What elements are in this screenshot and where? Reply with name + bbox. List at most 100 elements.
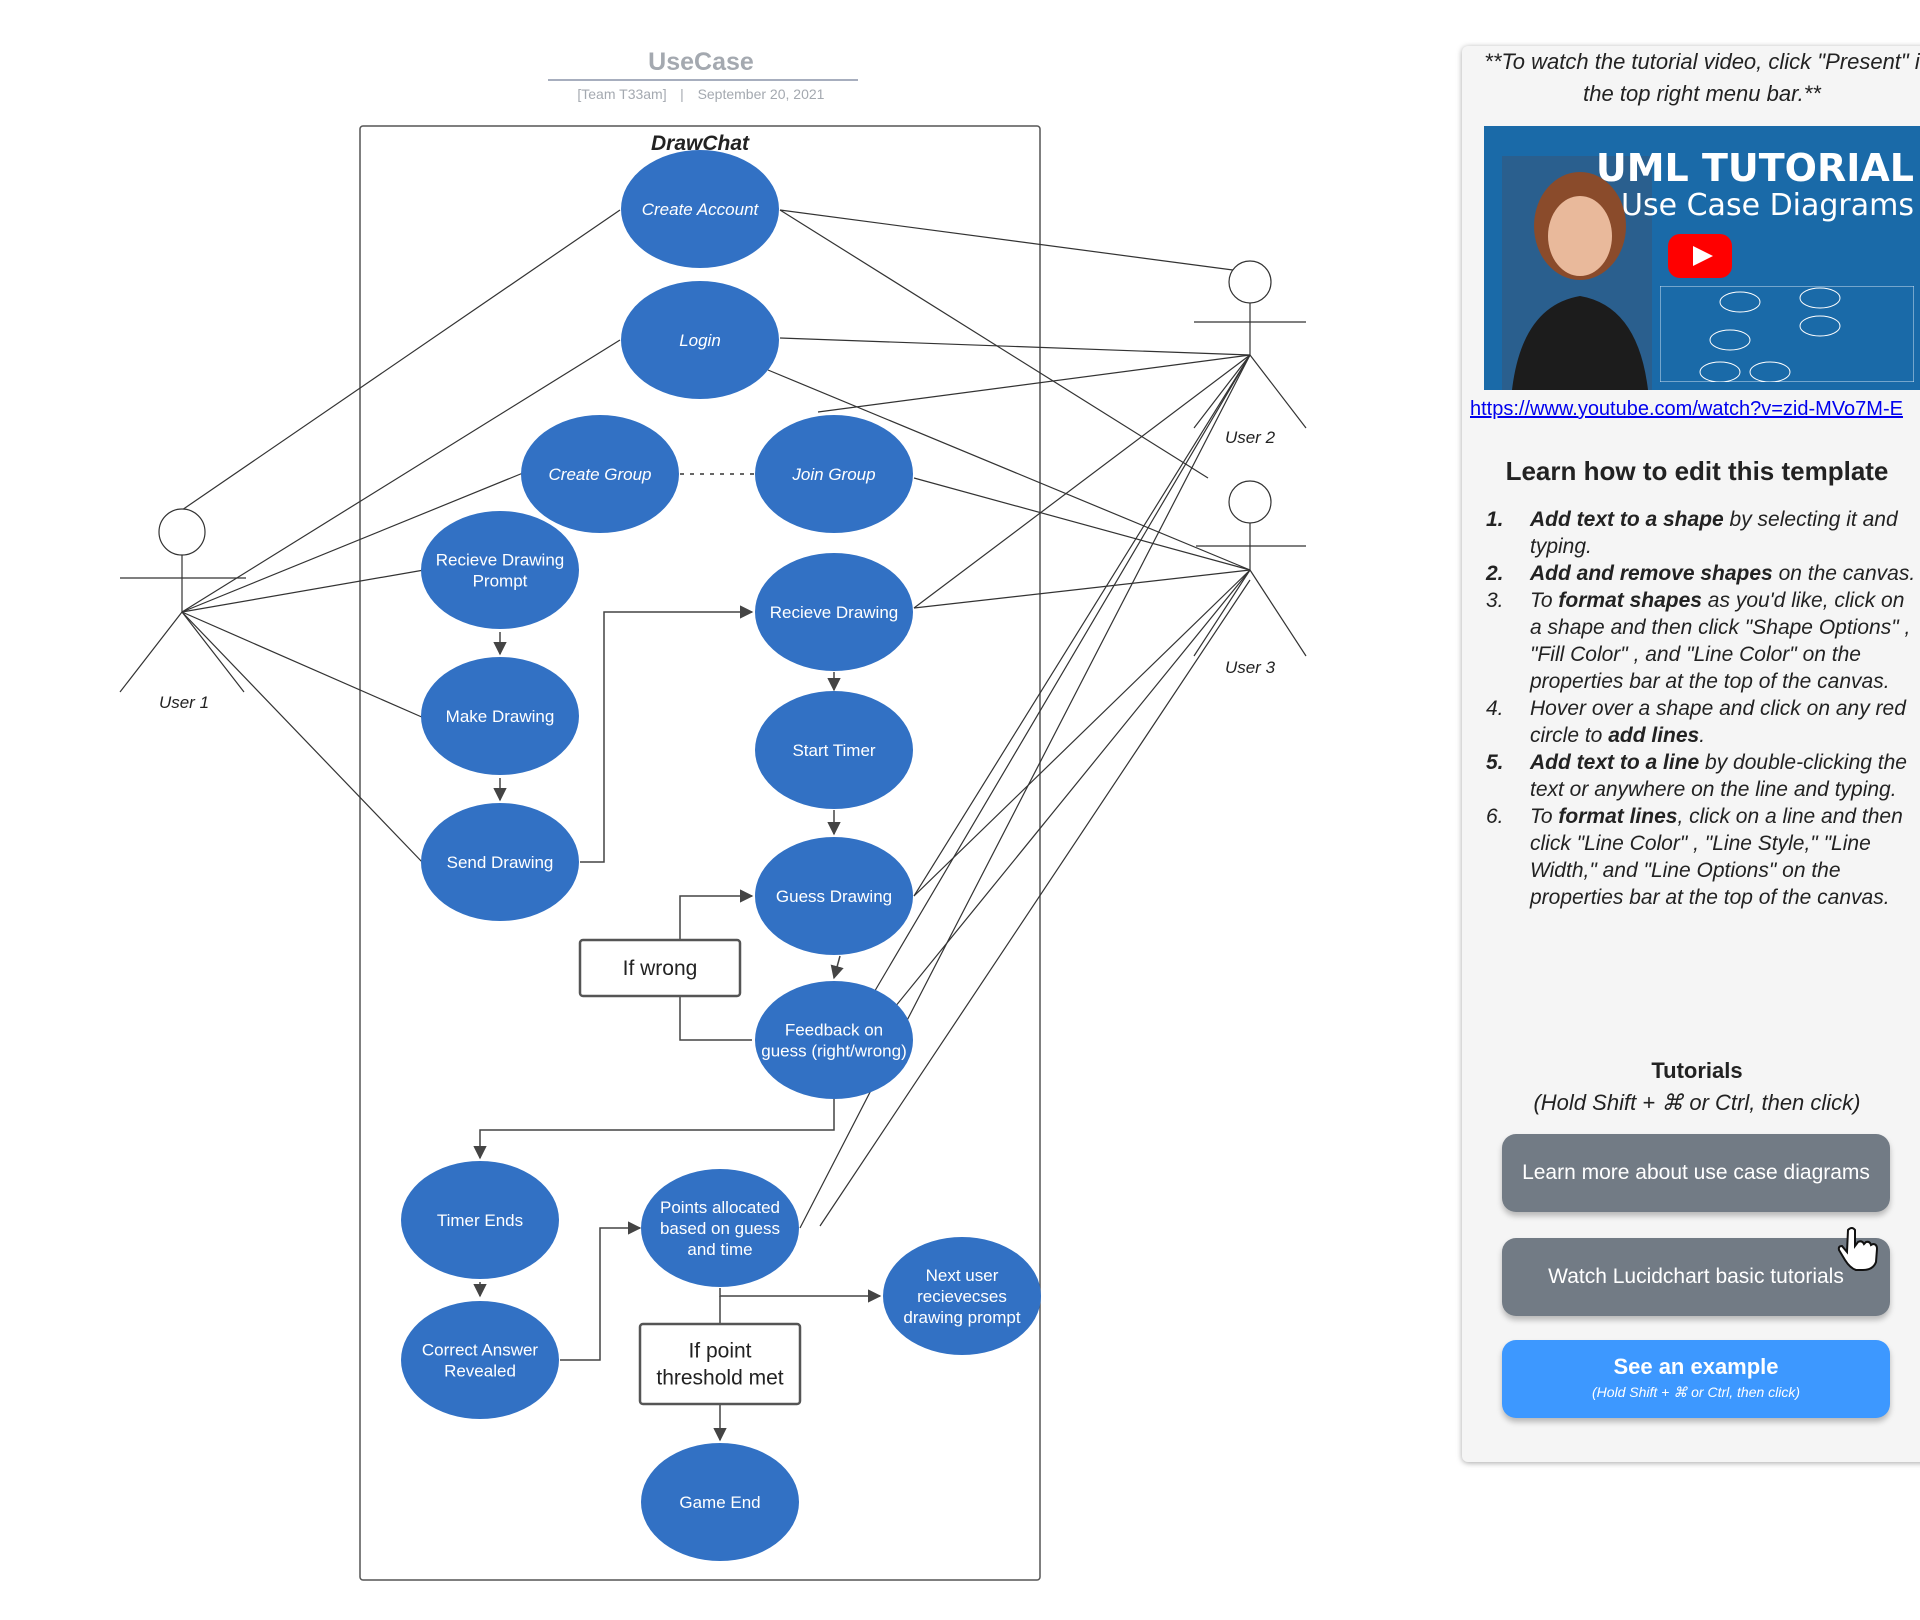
actor-user1[interactable] — [119, 508, 246, 693]
actor-user3-label: User 3 — [1225, 658, 1276, 677]
tutorials-title: Tutorials — [1651, 1058, 1743, 1083]
step-text: by double-clicking the text or anywhere … — [1530, 751, 1907, 801]
diagram-title: UseCase — [648, 48, 754, 76]
use-case-feedback[interactable]: Feedback on guess (right/wrong) — [755, 981, 913, 1099]
use-case-label: Points allocated — [660, 1198, 780, 1217]
present-tip-line1: **To watch the tutorial video, click "Pr… — [1484, 49, 1920, 74]
use-case-label: Login — [679, 331, 721, 350]
use-case-label: Join Group — [791, 465, 875, 484]
instruction-step: 4. Hover over a shape and click on any re… — [1486, 695, 1916, 749]
step-number: 3. — [1486, 589, 1504, 612]
use-case-label: and time — [687, 1240, 752, 1259]
tutorials-subtitle: (Hold Shift + ⌘ or Ctrl, then click) — [1533, 1090, 1861, 1115]
association-lines — [181, 209, 1251, 1229]
step-number: 6. — [1486, 805, 1504, 828]
use-case-label: Correct Answer — [422, 1341, 539, 1360]
step-text: Hover over a shape and click on any red … — [1530, 697, 1906, 747]
use-case-label: Feedback on — [785, 1021, 883, 1040]
note-label: threshold met — [656, 1367, 783, 1390]
step-text: Add and remove shapes — [1530, 562, 1773, 585]
use-case-login[interactable]: Login — [621, 281, 779, 399]
use-case-create-group[interactable]: Create Group — [521, 415, 679, 533]
note-if-wrong[interactable]: If wrong — [578, 938, 742, 998]
use-case-label: Start Timer — [792, 741, 875, 760]
use-case-diagram: UseCase [Team T33am] | September 20, 202… — [119, 48, 1307, 1581]
use-case-label: Next user — [926, 1266, 999, 1285]
use-case-send-drawing[interactable]: Send Drawing — [421, 803, 579, 921]
play-icon[interactable] — [1668, 234, 1732, 278]
use-case-label: Create Account — [642, 200, 760, 219]
use-case-label: recievecses — [917, 1287, 1007, 1306]
watch-tutorials-button[interactable]: Watch Lucidchart basic tutorials — [1502, 1238, 1890, 1316]
actor-user3[interactable] — [1193, 480, 1307, 657]
use-case-label: Send Drawing — [447, 853, 554, 872]
mini-diagram-icon — [1660, 286, 1914, 382]
step-text: add lines — [1608, 724, 1700, 747]
diagram-separator: | — [680, 86, 684, 102]
see-example-sublabel: (Hold Shift + ⌘ or Ctrl, then click) — [1591, 1384, 1801, 1400]
use-case-label: Game End — [679, 1493, 760, 1512]
step-text: format shapes — [1558, 589, 1702, 612]
use-case-guess-drawing[interactable]: Guess Drawing — [755, 837, 913, 955]
actor-user1-label: User 1 — [159, 693, 209, 712]
use-case-recieve-drawing[interactable]: Recieve Drawing — [755, 553, 913, 671]
step-text: To — [1530, 805, 1559, 828]
instruction-step: 6.To format lines, click on a line and t… — [1486, 803, 1916, 911]
video-subtitle: Use Case Diagrams — [1621, 188, 1914, 223]
step-number: 1. — [1486, 508, 1504, 531]
step-number: 2. — [1486, 562, 1504, 585]
instruction-step: 1.Add text to a shape by selecting it an… — [1486, 506, 1916, 560]
note-label: If wrong — [623, 957, 698, 980]
use-case-label: Guess Drawing — [776, 887, 892, 906]
instruction-step: 5. Add text to a line by double-clicking … — [1486, 749, 1916, 803]
use-case-label: Prompt — [473, 572, 528, 591]
system-name: DrawChat — [651, 132, 750, 155]
use-case-label: Make Drawing — [446, 707, 555, 726]
present-tip-line2: the top right menu bar.** — [1583, 81, 1821, 106]
step-number: 5. — [1486, 751, 1504, 774]
actor-user2[interactable] — [1193, 260, 1307, 429]
video-thumbnail[interactable]: UML TUTORIAL Use Case Diagrams — [1484, 126, 1920, 390]
use-case-start-timer[interactable]: Start Timer — [755, 691, 913, 809]
learn-heading: Learn how to edit this template — [1505, 456, 1889, 486]
video-link[interactable]: https://www.youtube.com/watch?v=zid-MVo7… — [1470, 398, 1903, 420]
use-case-join-group[interactable]: Join Group — [755, 415, 913, 533]
instruction-step: 2. Add and remove shapes on the canvas. — [1486, 560, 1916, 587]
learn-more-button[interactable]: Learn more about use case diagrams — [1502, 1134, 1890, 1212]
presenter-image — [1502, 156, 1652, 390]
step-text: To — [1530, 589, 1559, 612]
use-case-make-drawing[interactable]: Make Drawing — [421, 657, 579, 775]
step-text: , click on a line and then click "Line C… — [1530, 805, 1903, 909]
diagram-team: [Team T33am] — [577, 86, 666, 102]
use-case-game-end[interactable]: Game End — [641, 1443, 799, 1561]
see-example-button[interactable]: See an example (Hold Shift + ⌘ or Ctrl, … — [1502, 1340, 1890, 1418]
step-text: Add text to a shape — [1530, 508, 1724, 531]
instruction-step: 3. To format shapes as you'd like, click … — [1486, 587, 1916, 695]
flow-arrows — [473, 605, 882, 1442]
step-text: on the canvas. — [1772, 562, 1916, 585]
see-example-label: See an example — [1613, 1354, 1779, 1379]
step-text: as you'd like, click on a shape and then… — [1530, 589, 1911, 693]
use-case-create-account[interactable]: Create Account — [621, 150, 779, 268]
step-number: 4. — [1486, 697, 1504, 720]
video-title: UML TUTORIAL — [1595, 146, 1914, 190]
actor-user2-label: User 2 — [1225, 428, 1276, 447]
help-panel: **To watch the tutorial video, click "Pr… — [1462, 46, 1920, 1462]
use-case-label: guess (right/wrong) — [761, 1042, 907, 1061]
use-case-label: Recieve Drawing — [436, 551, 565, 570]
present-tip: **To watch the tutorial video, click "Pr… — [1462, 46, 1920, 110]
use-case-label: Recieve Drawing — [770, 603, 899, 622]
use-case-label: Revealed — [444, 1362, 516, 1381]
pointer-hand-icon — [1837, 1227, 1879, 1271]
step-text: . — [1699, 724, 1706, 747]
system-boundary[interactable] — [359, 125, 1041, 1581]
step-text: Add text to a line — [1530, 751, 1700, 774]
use-case-timer-ends[interactable]: Timer Ends — [401, 1161, 559, 1279]
